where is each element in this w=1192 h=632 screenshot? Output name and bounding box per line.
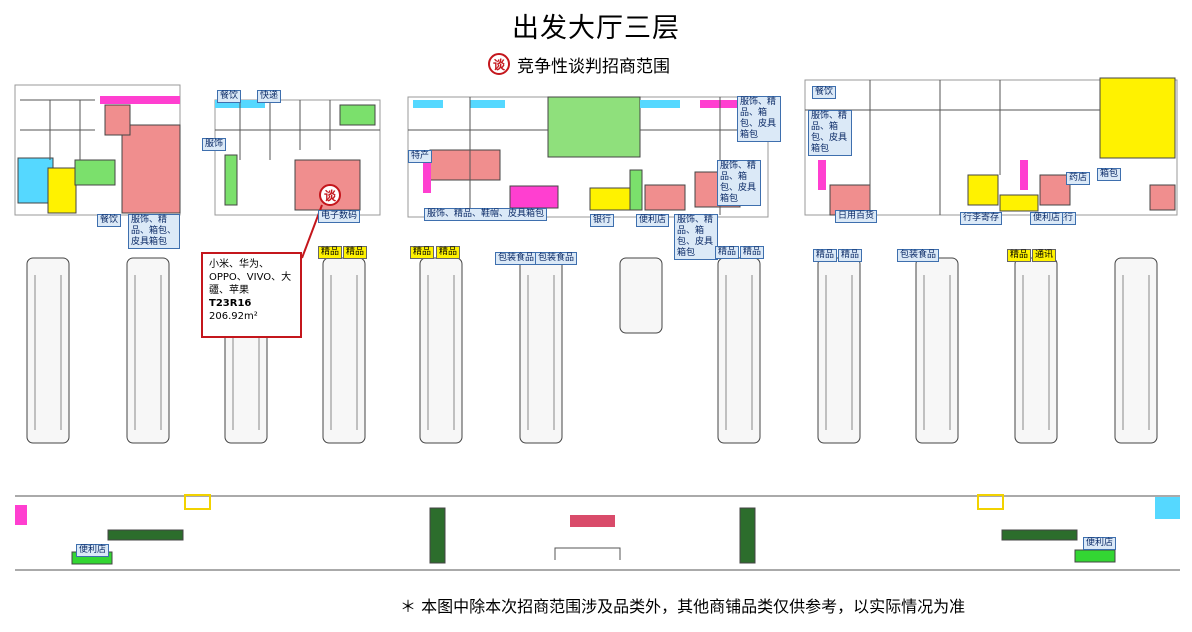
label-riyong: 日用百货 — [835, 210, 878, 223]
gate-pier-7 — [619, 257, 663, 334]
svg-text:谈: 谈 — [324, 188, 337, 203]
bottom-concourse — [15, 494, 1180, 571]
negotiation-badge-icon: 谈 — [488, 53, 510, 75]
block-2 — [214, 99, 381, 216]
callout-store-code: T23R16 — [209, 298, 252, 309]
label-bianli: 便利店 — [636, 214, 670, 227]
block-4 — [804, 77, 1178, 216]
label-bianli-2: 便利店 — [1030, 212, 1064, 225]
gate-pier-5 — [419, 257, 463, 444]
gate-label-jingpin-3: 精品 — [410, 246, 435, 259]
gate-pier-4 — [322, 257, 366, 444]
label-fushi-mid2: 服饰、精品、箱包、皮具箱包 — [717, 160, 761, 206]
label-yaodian: 药店 — [1066, 172, 1091, 185]
gate-pier-11 — [1014, 257, 1058, 444]
gate-label-jingpin-6: 精品 — [740, 246, 765, 259]
gate-label-jingpin-2: 精品 — [343, 246, 368, 259]
label-dianzi-shuma: 电子数码 — [318, 210, 361, 223]
gate-pier-2 — [126, 257, 170, 444]
label-canyin-1: 餐饮 — [217, 90, 242, 103]
gate-label-jingpin-9: 精品 — [1007, 249, 1032, 262]
gate-label-baozhuang-2: 包装食品 — [535, 252, 578, 265]
gate-pier-1 — [26, 257, 70, 444]
label-canyin-r: 餐饮 — [812, 86, 837, 99]
gate-pier-6 — [519, 257, 563, 444]
label-canyin-2: 餐饮 — [97, 214, 122, 227]
gate-pier-8 — [717, 257, 761, 444]
label-xingli: 行李寄存 — [960, 212, 1003, 225]
legend-text: 竞争性谈判招商范围 — [517, 56, 670, 77]
gate-label-jingpin-5: 精品 — [715, 246, 740, 259]
bottom-label-bianli: 便利店 — [76, 544, 110, 557]
page-title: 出发大厅三层 — [512, 13, 680, 44]
bottom-label-bianli-2: 便利店 — [1083, 537, 1117, 550]
legend: 谈 竞争性谈判招商范围 — [488, 51, 670, 77]
label-fushi-r: 服饰、精品、箱包、皮具箱包 — [808, 110, 852, 156]
gate-pier-12 — [1114, 257, 1158, 444]
store-callout: 小米、华为、OPPO、VIVO、大疆、苹果 T23R16 206.92m² — [201, 252, 302, 338]
block-top-left — [14, 84, 181, 216]
negotiation-marker-icon: 谈 — [319, 184, 341, 206]
gate-label-baozhuang-1: 包装食品 — [495, 252, 538, 265]
gate-label-tongxun: 通讯 — [1032, 249, 1057, 262]
label-xiangbao: 箱包 — [1097, 168, 1122, 181]
gate-label-baozhuang-3: 包装食品 — [897, 249, 940, 262]
gate-label-jingpin-7: 精品 — [813, 249, 838, 262]
label-fushi-row: 服饰、精品、鞋帽、皮具箱包 — [424, 208, 548, 221]
gate-label-jingpin-4: 精品 — [436, 246, 461, 259]
gate-pier-9 — [817, 257, 861, 444]
label-kuaidi: 快递 — [257, 90, 282, 103]
label-yinhang: 银行 — [590, 214, 615, 227]
label-fushi-multi: 服饰、精品、箱包、皮具箱包 — [128, 214, 180, 249]
label-fushi-top: 服饰、精品、箱包、皮具箱包 — [737, 96, 781, 142]
footnote: ＊ 本图中除本次招商范围涉及品类外，其他商铺品类仅供参考，以实际情况为准 — [400, 597, 966, 616]
label-fushi: 服饰 — [202, 138, 227, 151]
gate-label-jingpin-8: 精品 — [838, 249, 863, 262]
callout-area: 206.92m² — [209, 311, 258, 322]
label-fushi-mid: 服饰、精品、箱包、皮具箱包 — [674, 214, 718, 260]
callout-brands: 小米、华为、OPPO、VIVO、大疆、苹果 — [209, 259, 292, 296]
gate-pier-10 — [915, 257, 959, 444]
block-3 — [407, 96, 769, 218]
label-techan: 特产 — [408, 150, 433, 163]
gate-label-jingpin-1: 精品 — [318, 246, 343, 259]
